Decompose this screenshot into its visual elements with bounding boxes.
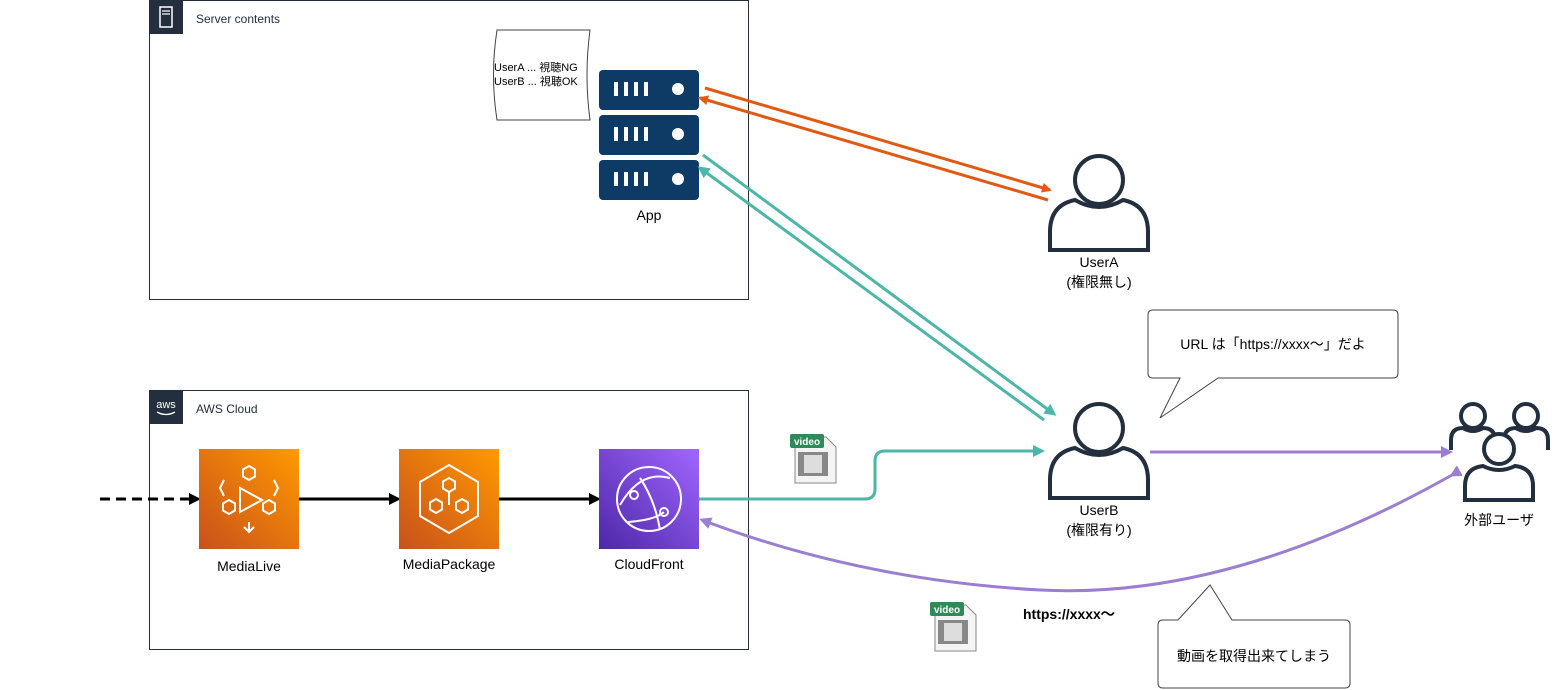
arrow-userb-to-app [697, 166, 1045, 422]
mediapackage-label: MediaPackage [402, 556, 496, 572]
leak-callout-text: 動画を取得出来てしまう [1177, 648, 1331, 664]
userb-icon [1048, 402, 1150, 500]
userb-name: UserB [1079, 502, 1119, 518]
video-file-icon: video [790, 434, 837, 484]
mediapackage-icon [399, 449, 499, 549]
video-file-label-2: video [934, 605, 960, 616]
aws-logo-icon: aws [149, 390, 183, 424]
url-callout-shape [1147, 309, 1399, 419]
arrow-app-to-userb [702, 153, 1057, 416]
video-file-label: video [794, 437, 820, 448]
external-users-icon [1449, 402, 1550, 502]
cloudfront-icon [599, 449, 699, 549]
aws-badge-text: aws [156, 399, 176, 411]
leak-callout-shape [1157, 584, 1351, 689]
note-line-userb: UserB ... 視聴OK [494, 76, 578, 88]
note-text: UserA ... 視聴NG UserB ... 視聴OK [494, 61, 594, 89]
arrow-app-to-usera [704, 86, 1052, 193]
userb-role: (権限有り) [1066, 522, 1132, 538]
cloudfront-label: CloudFront [614, 556, 684, 572]
video-file-icon-2: video [930, 602, 977, 652]
note-line-usera: UserA ... 視聴NG [494, 62, 578, 74]
medialive-label: MediaLive [217, 558, 281, 574]
server-group-icon [149, 0, 183, 34]
app-label: App [636, 207, 662, 223]
usera-icon [1048, 154, 1150, 252]
aws-group-label: AWS Cloud [196, 402, 258, 416]
url-label: https://xxxx〜 [1023, 606, 1115, 622]
arrow-usera-to-app [698, 95, 1049, 202]
url-callout-text: URL は「https://xxxx〜」だよ [1180, 336, 1366, 352]
note-shape [493, 29, 591, 121]
external-users-label: 外部ユーザ [1464, 512, 1534, 528]
medialive-icon [199, 449, 299, 549]
arrow-external-to-cloudfront [699, 465, 1463, 593]
usera-role: (権限無し) [1066, 274, 1132, 290]
usera-name: UserA [1079, 254, 1119, 270]
arrow-cloudfront-userb [691, 445, 1045, 505]
app-server-icon [599, 70, 699, 200]
server-group-label: Server contents [196, 12, 281, 26]
